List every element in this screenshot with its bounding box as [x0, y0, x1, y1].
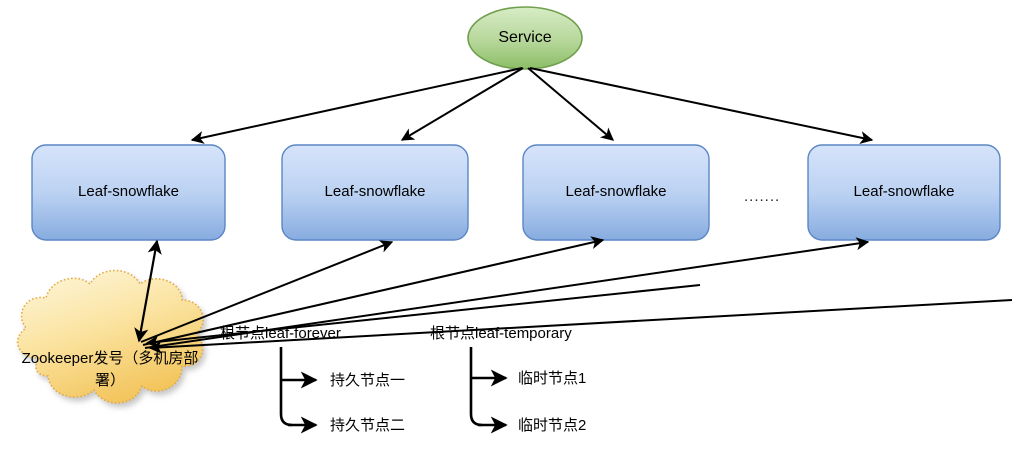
tree-1-trunk	[279, 347, 293, 427]
leaf-node-shape-2[interactable]	[281, 144, 469, 241]
edge-service-to-leaf-2	[400, 67, 524, 141]
edge-leaf-4-to-cloud	[148, 299, 1013, 354]
ellipsis-label: .......	[744, 188, 781, 205]
edge-service-to-leaf-4	[529, 67, 874, 144]
leaf-node-shape-3[interactable]	[522, 144, 710, 241]
service-node-shape[interactable]	[467, 6, 583, 70]
edge-cloud-leaf-1-bidirectional	[134, 239, 162, 343]
edge-service-to-leaf-3	[527, 67, 614, 141]
edge-leaf-3-to-cloud	[145, 284, 701, 349]
tree-child-label-forever-1: 持久节点一	[330, 372, 406, 389]
edge-cloud-to-leaf-3	[142, 236, 605, 346]
tree-root-label-leaf-temporary: 根节点leaf-temporary	[430, 325, 572, 342]
edge-service-to-leaf-1	[190, 67, 523, 144]
leaf-node-shape-4[interactable]	[807, 144, 1001, 241]
edge-cloud-to-leaf-2	[140, 240, 394, 343]
leaf-node-shape-1[interactable]	[31, 144, 226, 241]
tree-root-label-leaf-forever: 根节点leaf-forever	[220, 325, 341, 342]
tree-child-label-temporary-2: 临时节点2	[518, 417, 587, 434]
tree-child-label-forever-2: 持久节点二	[330, 417, 406, 434]
tree-child-label-temporary-1: 临时节点1	[518, 370, 587, 387]
tree-2-trunk	[469, 347, 483, 427]
